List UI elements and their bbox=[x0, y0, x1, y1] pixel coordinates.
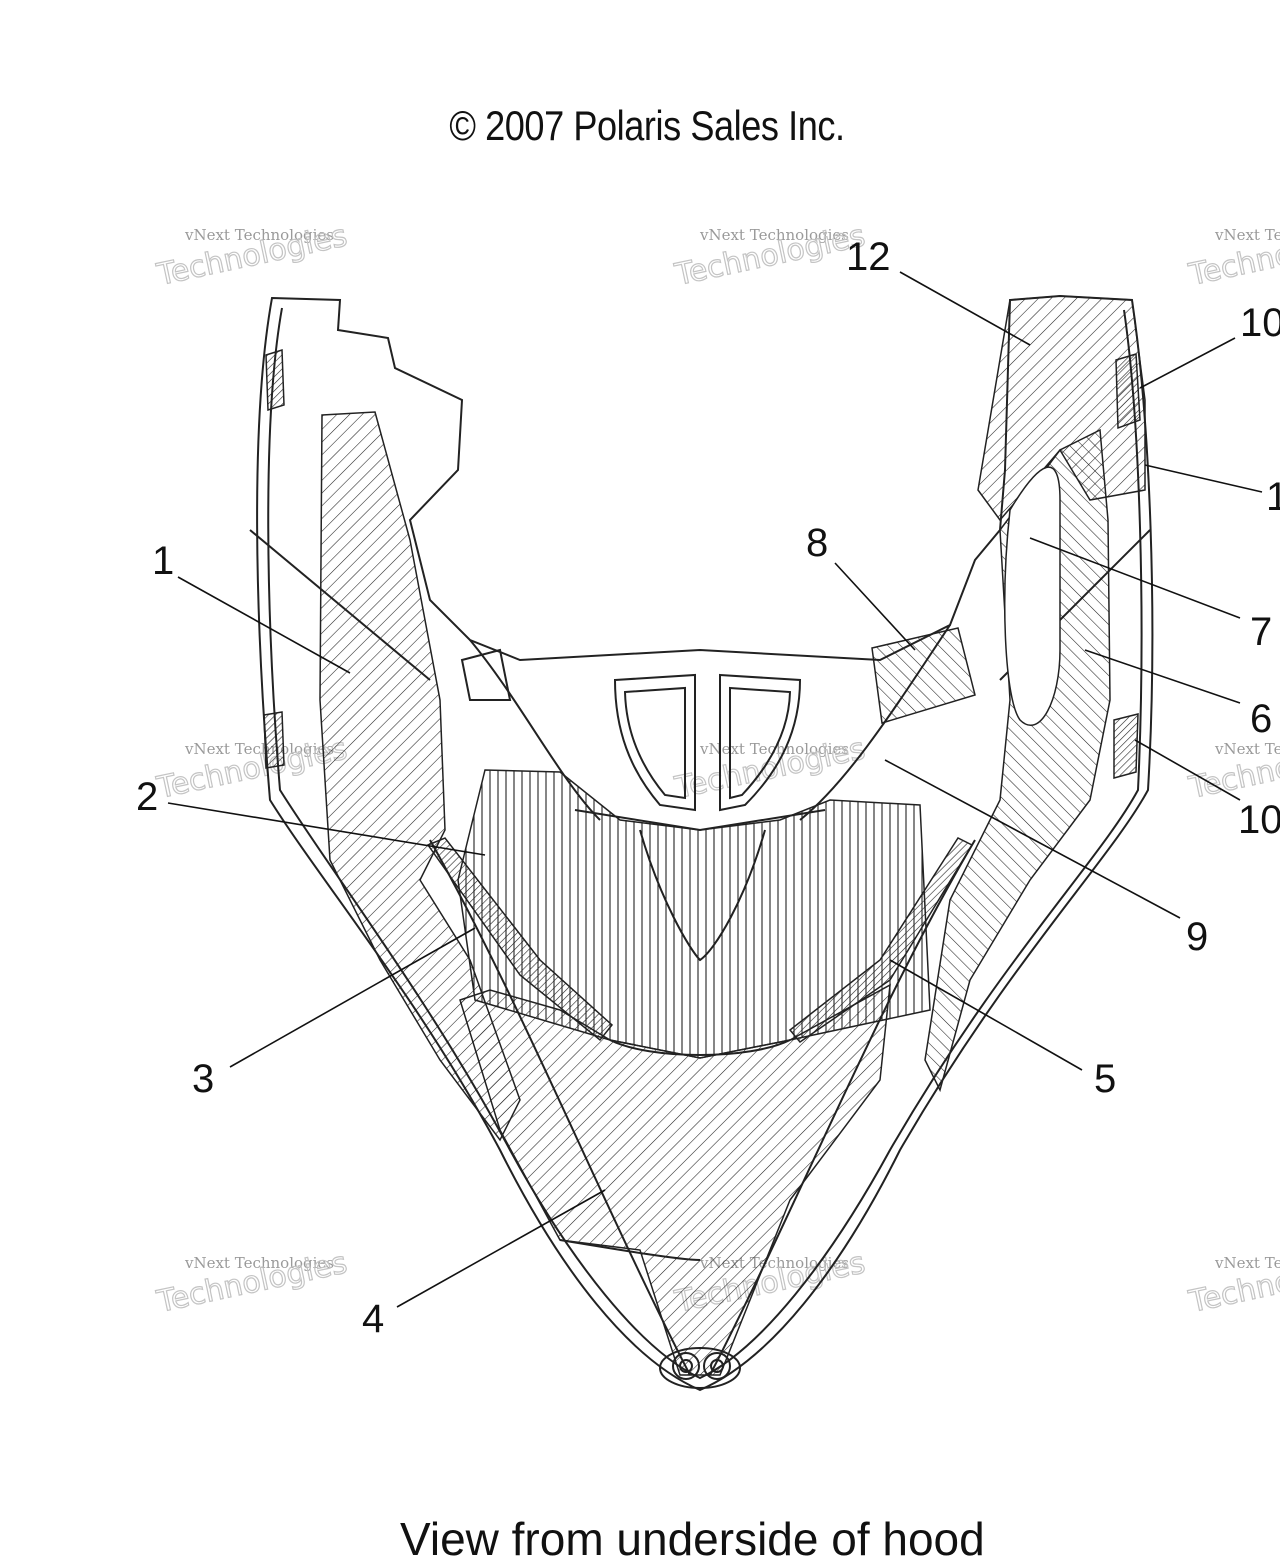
callout-12: 12 bbox=[846, 235, 891, 279]
callout-4: 4 bbox=[362, 1297, 384, 1341]
watermark-text: vNext Technologies bbox=[1214, 1254, 1280, 1272]
callout-10-lower: 10 bbox=[1238, 798, 1280, 842]
callout-7: 7 bbox=[1250, 610, 1272, 654]
callout-1-right: 1 bbox=[1266, 475, 1280, 519]
leader-lines bbox=[167, 271, 1263, 1308]
watermark-text: vNext Technologies bbox=[699, 226, 849, 244]
callout-3: 3 bbox=[192, 1057, 214, 1101]
window-7 bbox=[1004, 466, 1061, 726]
watermark-text: vNext Technologies bbox=[1214, 740, 1280, 758]
view-caption: View from underside of hood bbox=[400, 1513, 985, 1565]
vent-left-side bbox=[265, 348, 285, 412]
watermark-text: vNext Technologies bbox=[184, 1254, 334, 1272]
watermark-text: vNext Technologies bbox=[1214, 226, 1280, 244]
watermark-text: vNext Technologies bbox=[184, 226, 334, 244]
vent-10-lower bbox=[1113, 713, 1139, 779]
vent-right-front bbox=[788, 837, 974, 1044]
copyright-notice: © 2007 Polaris Sales Inc. bbox=[449, 102, 845, 149]
callout-2: 2 bbox=[136, 775, 158, 819]
callout-1: 1 bbox=[152, 539, 174, 583]
callout-8: 8 bbox=[806, 521, 828, 565]
callout-10-upper: 10 bbox=[1240, 301, 1280, 345]
vent-10-upper bbox=[1115, 353, 1141, 430]
callout-labels: 1 2 3 4 5 6 7 8 9 10 10 12 1 bbox=[136, 235, 1280, 1341]
vent-left-front bbox=[426, 837, 614, 1042]
watermark-text: vNext Technologies bbox=[184, 740, 334, 758]
callout-9: 9 bbox=[1186, 915, 1208, 959]
vent-left-side-lower bbox=[263, 711, 285, 769]
callout-6: 6 bbox=[1250, 697, 1272, 741]
callout-5: 5 bbox=[1094, 1057, 1116, 1101]
decal-panels bbox=[263, 295, 1146, 1376]
decal-8 bbox=[871, 627, 976, 724]
decal-right-upper bbox=[977, 295, 1146, 522]
